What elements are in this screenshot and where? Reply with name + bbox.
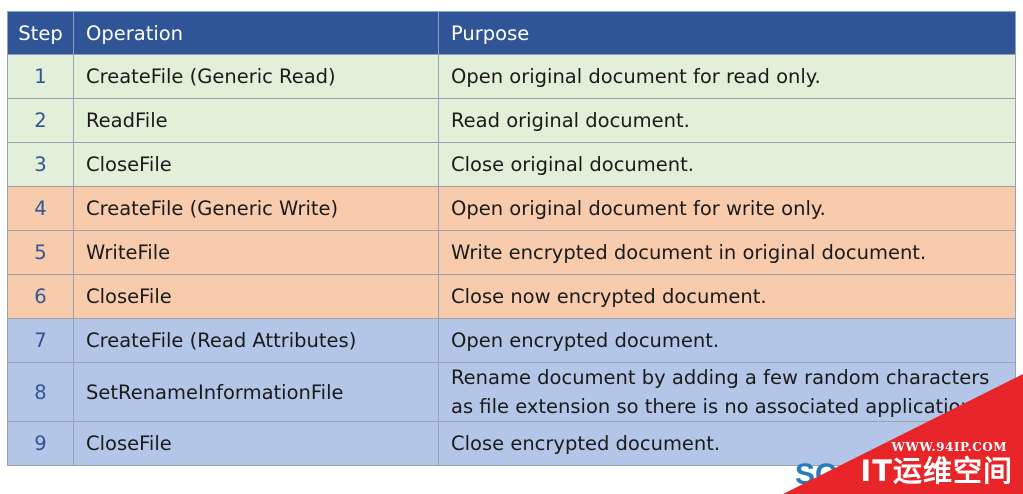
operation-cell: WriteFile	[73, 230, 439, 275]
purpose-cell: Open original document for write only.	[438, 186, 1016, 231]
purpose-cell: Close now encrypted document.	[438, 274, 1016, 319]
operation-cell: CloseFile	[73, 142, 439, 187]
purpose-cell: Rename document by adding a few random c…	[438, 362, 1016, 422]
purpose-cell: Read original document.	[438, 98, 1016, 143]
operation-cell: CreateFile (Read Attributes)	[73, 318, 439, 363]
operation-cell: SetRenameInformationFile	[73, 362, 439, 422]
purpose-cell: Write encrypted document in original doc…	[438, 230, 1016, 275]
purpose-cell: Open encrypted document.	[438, 318, 1016, 363]
watermark-url: WWW.94IP.COM	[891, 440, 1007, 454]
step-cell: 2	[7, 98, 74, 143]
table-row: 6 CloseFile Close now encrypted document…	[7, 274, 1016, 319]
table-row: 3 CloseFile Close original document.	[7, 142, 1016, 187]
step-cell: 7	[7, 318, 74, 363]
step-cell: 3	[7, 142, 74, 187]
table-row: 2 ReadFile Read original document.	[7, 98, 1016, 143]
purpose-cell: Close original document.	[438, 142, 1016, 187]
table-row: 4 CreateFile (Generic Write) Open origin…	[7, 186, 1016, 231]
operation-cell: ReadFile	[73, 98, 439, 143]
step-cell: 1	[7, 54, 74, 99]
table-row: 7 CreateFile (Read Attributes) Open encr…	[7, 318, 1016, 363]
table-header-row: Step Operation Purpose	[7, 11, 1016, 55]
header-step: Step	[7, 11, 74, 55]
table-row: 1 CreateFile (Generic Read) Open origina…	[7, 54, 1016, 99]
table-row: 8 SetRenameInformationFile Rename docume…	[7, 362, 1016, 422]
header-purpose: Purpose	[438, 11, 1016, 55]
header-operation: Operation	[73, 11, 439, 55]
step-cell: 6	[7, 274, 74, 319]
step-cell: 4	[7, 186, 74, 231]
operation-cell: CloseFile	[73, 421, 439, 466]
step-cell: 8	[7, 362, 74, 422]
watermark-title: IT运维空间	[860, 454, 1013, 488]
operations-table: Step Operation Purpose 1 CreateFile (Gen…	[7, 11, 1016, 466]
purpose-cell: Open original document for read only.	[438, 54, 1016, 99]
operation-cell: CreateFile (Generic Read)	[73, 54, 439, 99]
operation-cell: CreateFile (Generic Write)	[73, 186, 439, 231]
operation-cell: CloseFile	[73, 274, 439, 319]
step-cell: 5	[7, 230, 74, 275]
table-row: 5 WriteFile Write encrypted document in …	[7, 230, 1016, 275]
step-cell: 9	[7, 421, 74, 466]
